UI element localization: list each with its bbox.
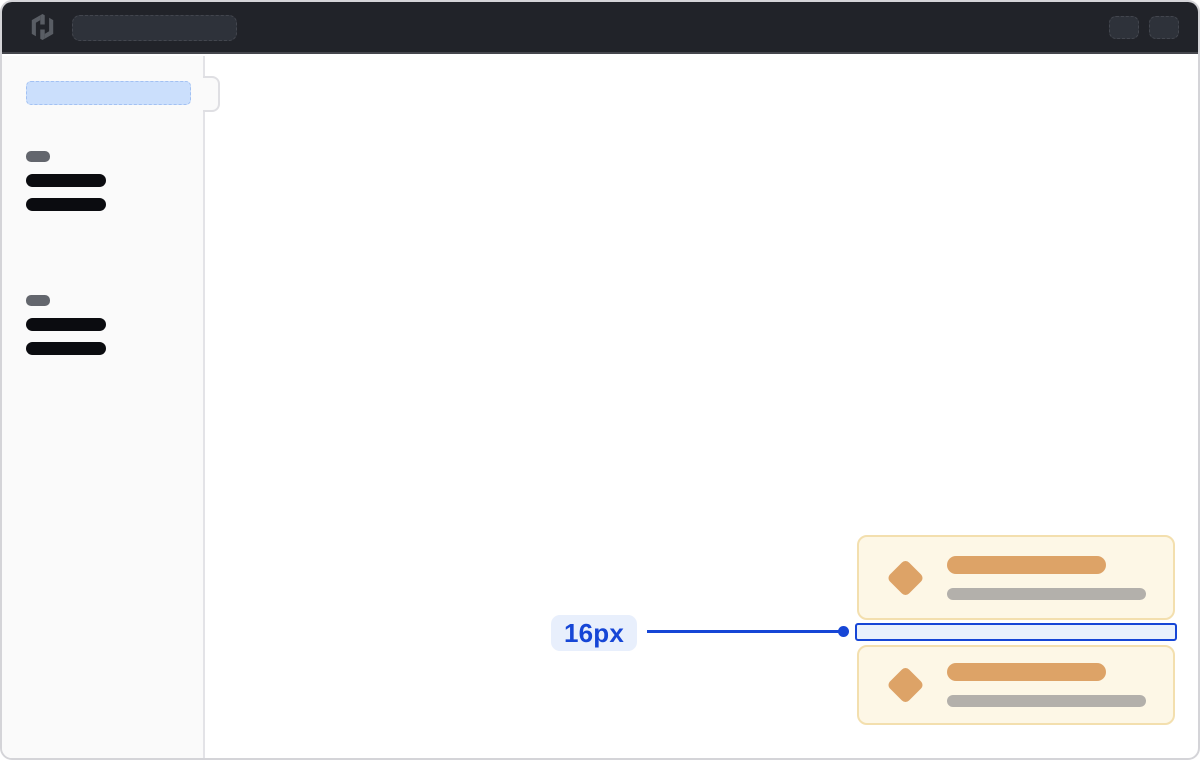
sidebar-item-skeleton[interactable]	[26, 318, 106, 331]
top-navbar	[2, 2, 1198, 54]
card-title-skeleton	[947, 555, 1106, 574]
spacing-label: 16px	[551, 615, 637, 651]
hashicorp-logo-icon	[30, 13, 55, 41]
diamond-icon	[886, 665, 925, 705]
sidebar-item-skeleton[interactable]	[26, 198, 106, 211]
measurement-dot	[838, 626, 849, 637]
alert-card	[857, 535, 1175, 620]
sidebar-item-skeleton[interactable]	[26, 174, 106, 187]
sidebar-item-skeleton[interactable]	[26, 342, 106, 355]
card-title-skeleton	[947, 663, 1106, 681]
search-skeleton[interactable]	[72, 15, 237, 41]
measurement-line	[647, 630, 840, 633]
sidebar	[2, 56, 205, 758]
card-text-skeleton	[947, 555, 1146, 600]
card-subtitle-skeleton	[947, 587, 1146, 600]
card-subtitle-skeleton	[947, 695, 1146, 707]
alert-card	[857, 645, 1175, 725]
card-text-skeleton	[947, 663, 1146, 707]
sidebar-active-item-skeleton[interactable]	[26, 81, 191, 105]
nav-action-skeleton[interactable]	[1109, 15, 1139, 39]
nav-action-skeleton[interactable]	[1149, 15, 1179, 39]
diamond-icon	[886, 558, 925, 597]
sidebar-group-label-skeleton	[26, 151, 50, 162]
navbar-actions	[1109, 2, 1179, 52]
sidebar-toggle-notch[interactable]	[203, 76, 220, 112]
sidebar-group-label-skeleton	[26, 295, 50, 306]
spacing-gap-highlight	[855, 623, 1177, 641]
